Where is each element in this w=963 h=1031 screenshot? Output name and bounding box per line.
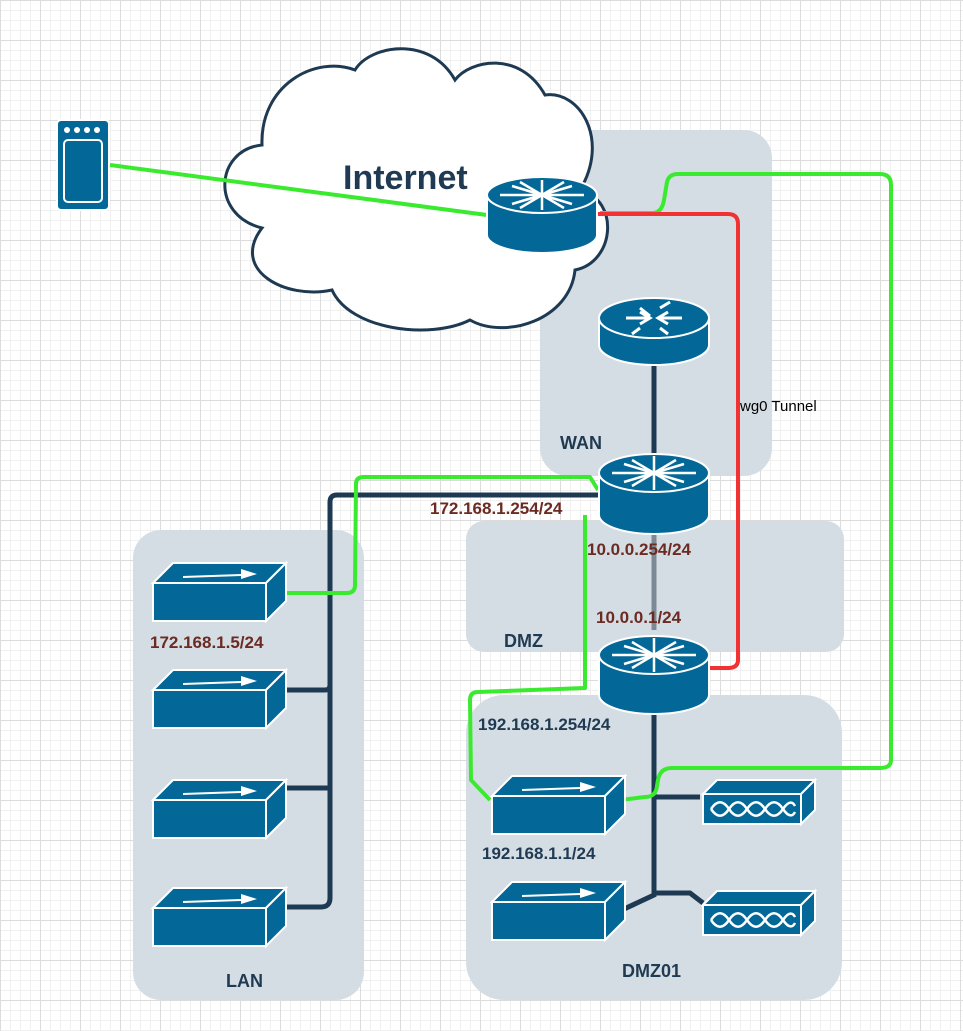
lan-switch-icon (152, 562, 287, 622)
dmz-router-icon (598, 635, 710, 715)
ip-label-router-lan: 172.168.1.254/24 (430, 499, 563, 518)
ip-label-dmz-router: 10.0.0.1/24 (596, 608, 682, 627)
link-dmz01-server-2 (654, 890, 705, 905)
zone-label-wan: WAN (560, 433, 602, 453)
lan-switch-icon (152, 887, 287, 947)
server-icon (701, 889, 817, 937)
server-icon (701, 778, 817, 826)
link-lan-switch-2 (287, 684, 333, 693)
tunnel-label: wg0 Tunnel (739, 398, 817, 415)
link-lan-to-edge (287, 475, 600, 595)
zone-label-dmz: DMZ (504, 631, 543, 651)
green-links (109, 163, 893, 802)
link-phone-internet (109, 163, 488, 217)
link-lan-trunk (285, 492, 598, 910)
zone-label-dmz01: DMZ01 (622, 961, 681, 981)
ip-label-dmz01-gateway: 192.168.1.254/24 (478, 715, 611, 734)
edge-router-icon (598, 453, 710, 535)
dmz-switch-icon (491, 775, 626, 835)
dmz-switch-icon (491, 881, 626, 941)
zone-label-lan: LAN (226, 971, 263, 991)
tunnel-link (597, 212, 740, 670)
link-edge-to-dmz01 (468, 515, 587, 802)
ip-label-lan-switch: 172.168.1.5/24 (150, 633, 264, 652)
lan-switch-icon (152, 779, 287, 839)
link-internet-overlay (600, 172, 893, 802)
cloud-label: Internet (343, 159, 468, 197)
dark-links (285, 365, 705, 913)
lan-switch-icon (152, 669, 287, 729)
wan-router-icon (598, 297, 710, 366)
internet-cloud (223, 47, 610, 332)
ip-label-dmz01-switch: 192.168.1.1/24 (482, 844, 596, 863)
phone-icon (56, 119, 110, 211)
lan-zone (133, 530, 364, 1000)
internet-router-icon (486, 176, 598, 254)
ip-label-router-dmz: 10.0.0.254/24 (587, 540, 692, 559)
